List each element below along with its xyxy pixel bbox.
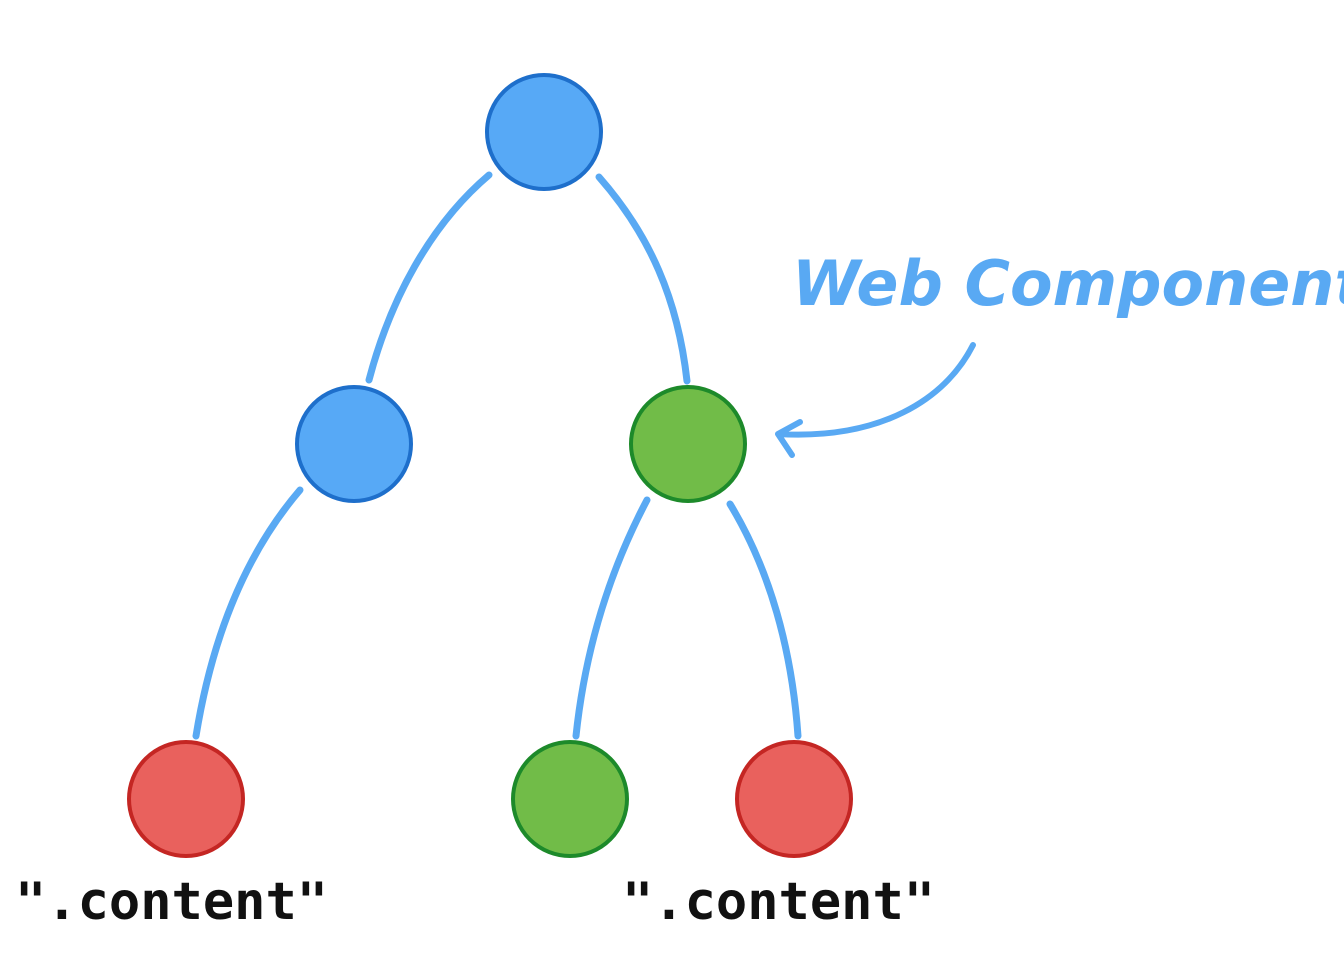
- mid-right-node: [629, 385, 747, 503]
- edge-root-to-mid-left: [365, 171, 493, 384]
- leaf-middle-node: [511, 740, 629, 858]
- callout-arrow: [775, 342, 976, 458]
- edge-root-to-mid-right: [595, 173, 691, 385]
- edge-mid-right-to-leaf-right: [726, 500, 802, 740]
- edge-mid-right-to-leaf-middle: [572, 496, 651, 740]
- mid-left-node: [295, 385, 413, 503]
- web-component-callout-label: Web Component: [792, 247, 1344, 320]
- leaf-left-node: [127, 740, 245, 858]
- right-content-label: ".content": [622, 872, 935, 932]
- tree-nodes: [127, 73, 853, 858]
- edge-mid-left-to-leaf-left: [192, 486, 304, 740]
- root-node: [485, 73, 603, 191]
- tree-edges: [192, 171, 802, 740]
- leaf-right-node: [735, 740, 853, 858]
- left-content-label: ".content": [15, 872, 328, 932]
